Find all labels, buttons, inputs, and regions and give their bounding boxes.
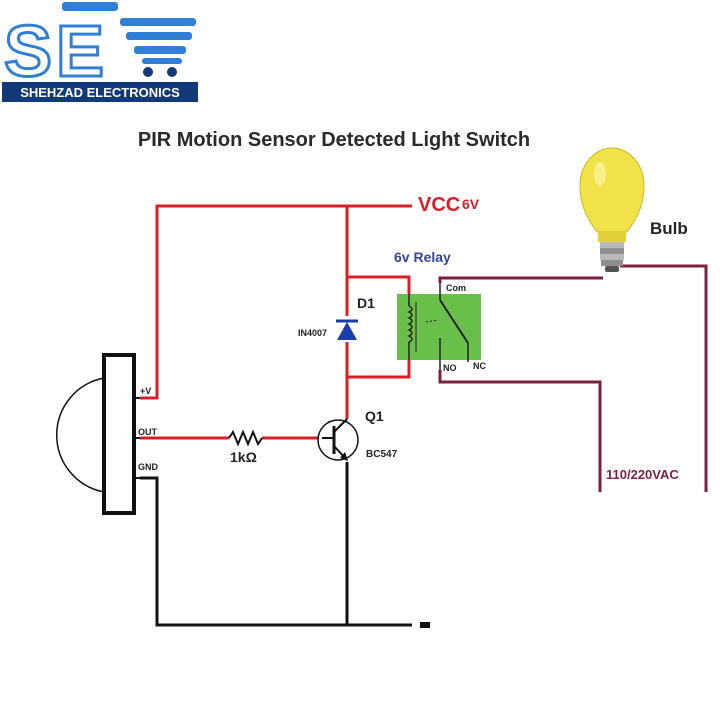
pir-body <box>102 353 136 515</box>
bulb-glass <box>579 147 645 233</box>
dc-wires <box>140 204 412 440</box>
vcc-text: VCC <box>418 194 460 216</box>
ground-wires <box>140 462 412 627</box>
transistor-ref-label: Q1 <box>365 408 384 424</box>
no-to-mains-wire <box>438 370 602 492</box>
bulb-neck <box>598 232 626 242</box>
diode-symbol <box>337 322 357 340</box>
pir-sensor: +V OUT GND <box>55 353 159 515</box>
relay-coil-bottom-wire <box>347 360 411 379</box>
transistor-collector <box>333 418 348 433</box>
light-bulb: Bulb <box>579 147 688 272</box>
diode-d1: D1 IN4007 <box>298 295 375 342</box>
relay-coil <box>407 305 413 343</box>
mains-voltage-label: 110/220VAC <box>606 467 679 482</box>
transistor-q1: Q1 BC547 <box>317 408 398 461</box>
resistor-symbol <box>228 429 263 447</box>
relay-label: 6v Relay <box>394 249 451 265</box>
bulb-base <box>600 242 624 272</box>
emitter-arrow <box>340 452 348 461</box>
diagram-title: PIR Motion Sensor Detected Light Switch <box>138 129 530 151</box>
vcc-rail-wire <box>140 204 412 400</box>
relay-nc-label: NC <box>473 361 486 371</box>
pir-dome <box>55 377 105 493</box>
com-to-bulb-wire <box>438 276 603 283</box>
relay-coil-top-wire <box>347 275 411 294</box>
shopping-cart-icon <box>62 2 196 77</box>
vcc-label: VCC 6V <box>418 194 480 216</box>
bulb-label: Bulb <box>650 219 688 238</box>
logo-letters: SE <box>4 12 108 92</box>
relay-switch-arm <box>439 299 469 344</box>
relay-6v: 6v Relay Com NO NC <box>394 249 486 373</box>
relay-no-label: NO <box>443 363 457 373</box>
transistor-part-label: BC547 <box>366 449 398 460</box>
company-logo: SE SHEHZAD ELECTRONICS <box>2 2 198 102</box>
resistor-value-label: 1kΩ <box>230 449 257 465</box>
ground-terminal <box>420 622 430 628</box>
relay-body <box>397 294 481 360</box>
pir-pin-out: OUT <box>138 427 158 437</box>
relay-com-label: Com <box>446 283 466 293</box>
logo-banner <box>2 82 198 102</box>
ac-wires <box>438 264 708 492</box>
bulb-to-mains-wire <box>620 264 708 492</box>
pir-pin-gnd: GND <box>138 462 159 472</box>
vcc-value: 6V <box>462 196 480 212</box>
pir-ground-wire <box>140 476 412 627</box>
resistor-1k: 1kΩ <box>228 429 263 465</box>
transistor-body <box>317 419 359 461</box>
logo-company-name: SHEHZAD ELECTRONICS <box>20 85 180 100</box>
diode-ref-label: D1 <box>357 295 375 311</box>
pir-pin-vplus: +V <box>140 386 151 396</box>
diode-part-label: IN4007 <box>298 328 327 338</box>
